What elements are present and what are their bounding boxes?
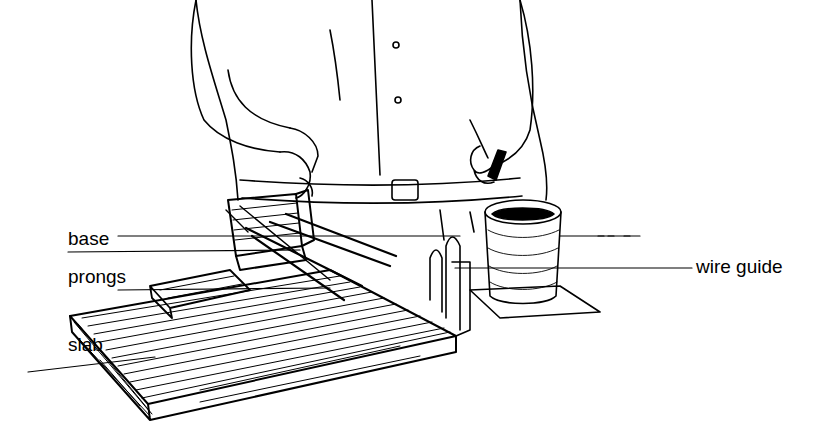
shirt-outline bbox=[196, 0, 238, 200]
wire-guide bbox=[430, 237, 460, 330]
leader-line bbox=[118, 288, 330, 290]
shirt-fold bbox=[330, 30, 474, 240]
part-label: base bbox=[68, 228, 109, 250]
leader-line bbox=[68, 250, 300, 252]
prong bbox=[246, 214, 396, 300]
table-edge bbox=[118, 235, 640, 236]
leader-line bbox=[455, 267, 692, 268]
base-grain bbox=[160, 276, 242, 298]
wire-guide-plate bbox=[452, 262, 470, 336]
belt bbox=[240, 178, 522, 203]
base-step bbox=[150, 270, 250, 318]
brush bbox=[488, 150, 506, 180]
part-label: prongs bbox=[68, 266, 126, 288]
belt-buckle bbox=[392, 180, 418, 200]
prong-bar bbox=[226, 206, 330, 280]
shirt-placket bbox=[372, 0, 380, 175]
pot-body bbox=[485, 212, 561, 304]
base-block bbox=[228, 194, 302, 256]
slab-side bbox=[70, 316, 456, 420]
slab-grain bbox=[74, 276, 450, 416]
right-arm bbox=[470, 0, 533, 166]
pot-rim bbox=[485, 200, 561, 224]
left-arm bbox=[191, 0, 290, 152]
part-label: slab bbox=[68, 334, 103, 356]
shirt-button bbox=[393, 42, 399, 48]
table-edge bbox=[598, 235, 632, 236]
part-label: wire guide bbox=[696, 256, 783, 278]
shirt-button bbox=[395, 97, 401, 103]
pot-lines bbox=[488, 230, 559, 290]
leader-line bbox=[28, 357, 155, 372]
pot-paint bbox=[492, 208, 554, 220]
left-hand bbox=[280, 128, 318, 198]
